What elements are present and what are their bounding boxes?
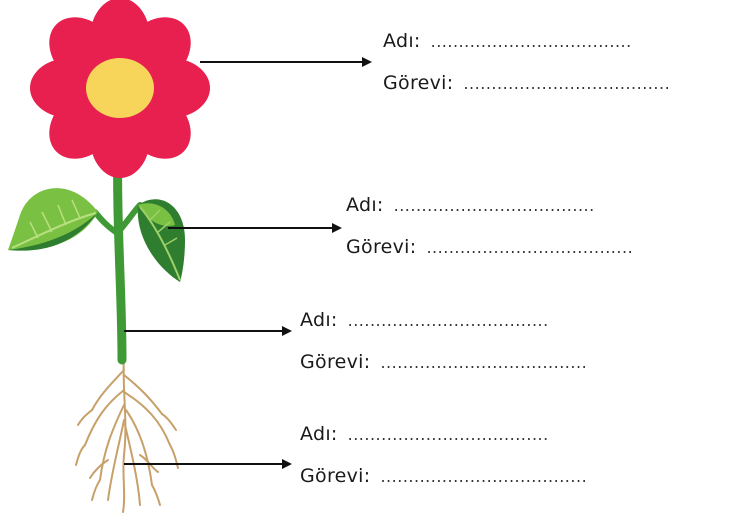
name-line: Adı:.................................... [300,311,587,335]
leaf-label-block: Adı:....................................… [346,196,633,262]
name-line: Adı:.................................... [300,425,587,449]
duty-blank[interactable]: ..................................... [380,469,587,485]
duty-label: Görevi: [346,238,416,257]
flower [30,0,210,178]
roots [76,355,178,512]
duty-label: Görevi: [300,353,370,372]
duty-label: Görevi: [383,74,453,93]
name-blank[interactable]: .................................... [348,427,549,443]
right-leaf [138,199,185,282]
stem-label-block: Adı:....................................… [300,311,587,377]
name-label: Adı: [383,32,421,51]
name-label: Adı: [300,425,338,444]
duty-blank[interactable]: ..................................... [463,76,670,92]
duty-line: Görevi:.................................… [300,467,587,491]
name-blank[interactable]: .................................... [394,198,595,214]
duty-line: Görevi:.................................… [383,74,670,98]
name-blank[interactable]: .................................... [348,313,549,329]
duty-blank[interactable]: ..................................... [426,240,633,256]
name-label: Adı: [300,311,338,330]
root-label-block: Adı:....................................… [300,425,587,491]
name-line: Adı:.................................... [383,32,670,56]
duty-line: Görevi:.................................… [300,353,587,377]
flower-label-block: Adı:....................................… [383,32,670,98]
name-line: Adı:.................................... [346,196,633,220]
left-leaf [8,188,98,251]
name-blank[interactable]: .................................... [431,34,632,50]
duty-label: Görevi: [300,467,370,486]
duty-blank[interactable]: ..................................... [380,355,587,371]
name-label: Adı: [346,196,384,215]
duty-line: Görevi:.................................… [346,238,633,262]
